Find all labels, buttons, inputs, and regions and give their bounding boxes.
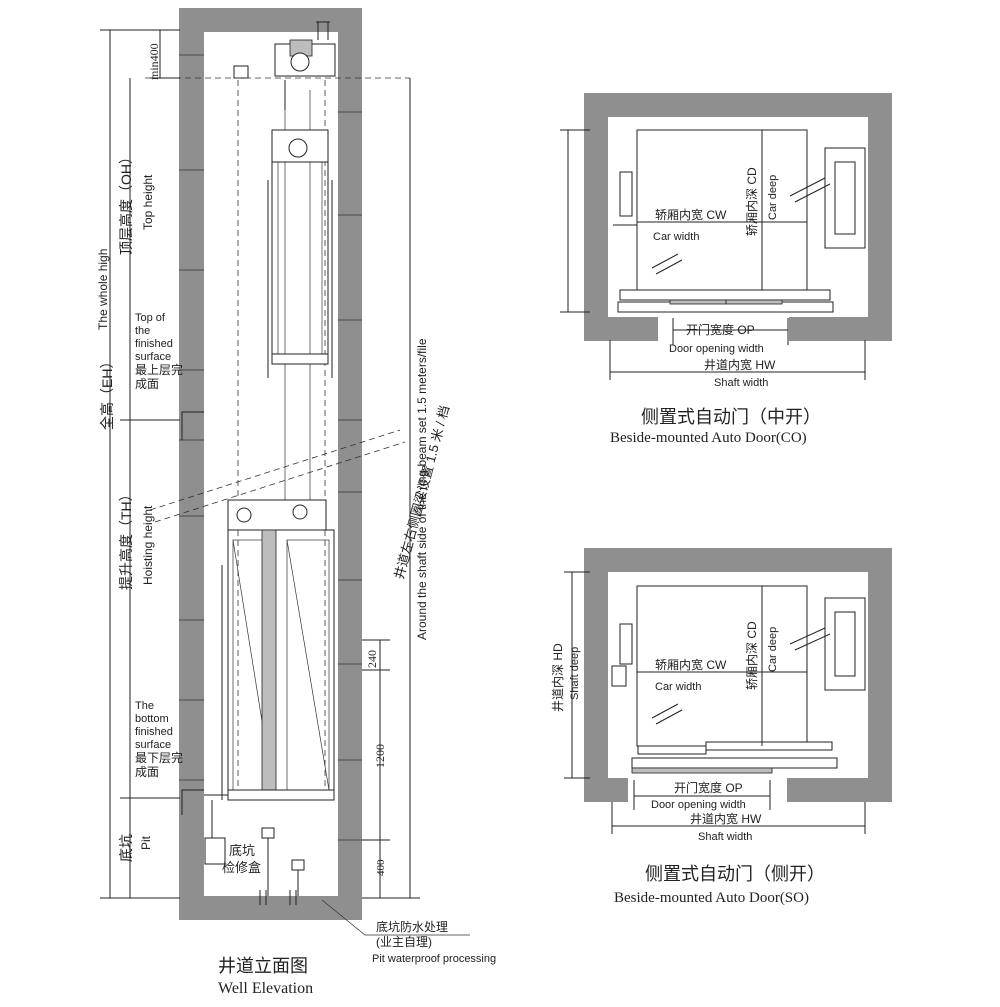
shaft-left-wall [179,8,204,920]
co-car-deep-cn: 轿厢内深 CD [744,167,759,236]
shaft-top-slab [179,8,362,32]
co-front-wall-right [789,317,892,341]
so-rail-left [619,623,633,665]
so-landing-sill [631,757,838,769]
car-bottom-position [204,499,335,801]
top-height-en: Top height [141,174,155,230]
co-counterweight [789,147,866,249]
co-right-wall [868,93,892,341]
so-left-wall [584,548,608,802]
so-shaft-en: Shaft width [698,831,752,843]
plan-center-opening: 轿厢内深 CD Car deep 轿厢内宽 CW Car width 开门宽度 … [560,93,892,446]
whole-high-cn: 全高（EH） [99,355,115,430]
dim-240: 240 [365,650,379,668]
co-front-wall-left [584,317,658,341]
so-counterweight [789,597,866,691]
elevation-title-en: Well Elevation [218,980,313,997]
min400-label: min400 [147,43,161,80]
co-rail-left [619,171,633,217]
pit-inspection-box [204,837,226,865]
so-shaft-cn: 井道内宽 HW [690,811,762,826]
ring-beams [179,54,362,841]
shaft-right-wall [338,8,362,920]
waterproof-cn2: (业主自理) [376,935,432,949]
right-dimension-lines [362,78,420,899]
so-front-wall-left [584,778,628,802]
co-door-cn: 开门宽度 OP [686,322,755,337]
so-shaft-deep-en: Shaft deep [569,647,581,700]
top-finished-label: Top of the finished surface 最上层完成面 [135,312,183,391]
co-title-cn: 侧置式自动门（中开） [641,407,821,427]
pit-cn: 底坑 [118,834,134,862]
waterproof-cn: 底坑防水处理 [376,919,448,934]
top-height-cn: 顶层高度（OH） [118,150,134,255]
ring-beam-en: Around the shaft side of the ring beam s… [415,338,429,640]
co-left-wall [584,93,608,341]
so-right-wall [868,548,892,802]
co-shaft-cn: 井道内宽 HW [704,357,776,372]
pit-box-label-1: 底坑 [229,843,255,858]
so-front-wall-right [787,778,892,802]
hoisting-height-cn: 提升高度（TH） [118,487,134,590]
plan-side-opening: 井道内深 HD Shaft deep 轿厢内深 CD Car deep 轿厢内宽… [551,548,892,906]
hoisting-height-en: Hoisting height [141,505,155,585]
left-dimension-lines [100,29,180,899]
so-door-cn: 开门宽度 OP [674,780,743,795]
elevation-title-cn: 井道立面图 [218,956,308,976]
so-shaft-deep-cn: 井道内深 HD [551,643,565,712]
so-diag-rail [651,703,683,725]
top-landing-notch [181,411,204,440]
co-car-sill [619,289,831,301]
co-title-en: Beside-mounted Auto Door(CO) [610,430,807,446]
pit-equipment [204,800,305,905]
so-car-sill [637,745,707,755]
so-car-width-en: Car width [655,681,701,693]
waterproof-en: Pit waterproof processing [372,953,496,965]
co-diag-rail [651,253,683,275]
car-top-position [267,129,333,378]
so-title-en: Beside-mounted Auto Door(SO) [614,890,809,906]
pit-floor-slab [179,896,362,920]
bottom-finished-label: The bottom finished surface 最下层完成面 [135,700,183,779]
co-door-en: Door opening width [669,343,764,355]
so-top-wall [584,548,892,572]
co-top-wall [584,93,892,117]
co-car-width-en: Car width [653,231,699,243]
traction-machine [233,21,336,110]
so-car-deep-cn: 轿厢内深 CD [744,621,759,690]
well-elevation: min400 顶层高度（OH） Top height 全高（EH） The wh… [96,8,496,997]
co-car-deep-en: Car deep [767,175,779,220]
pit-en: Pit [139,835,153,850]
so-car-width-cn: 轿厢内宽 CW [655,657,727,672]
waterproof-leader [321,899,470,936]
co-shaft-en: Shaft width [714,377,768,389]
whole-high-en: The whole high [96,249,110,330]
bottom-landing-notch [181,789,204,815]
so-car-deep-en: Car deep [767,627,779,672]
dim-400: 400 [375,859,387,876]
pit-box-label-2: 检修盒 [222,860,261,875]
so-title-cn: 侧置式自动门（侧开） [645,864,825,884]
ring-beam-leader-1 [149,429,401,511]
so-door-en: Door opening width [651,799,746,811]
co-car-width-cn: 轿厢内宽 CW [655,207,727,222]
dim-1200: 1200 [373,744,387,768]
ring-beam-leader-2 [154,441,406,523]
